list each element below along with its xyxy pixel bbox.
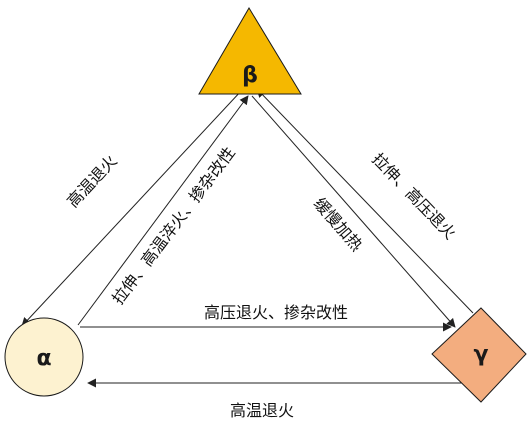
node-alpha: α <box>4 317 84 397</box>
node-beta: β <box>198 7 302 95</box>
beta-label: β <box>242 63 258 88</box>
gamma-label: γ <box>474 342 489 367</box>
beta-triangle <box>198 7 302 95</box>
node-gamma: γ <box>431 307 527 403</box>
arrow-beta-to-gamma <box>251 95 456 328</box>
arrow-alpha-to-beta <box>77 95 249 326</box>
label-beta-to-gamma: 缓慢加热 <box>310 194 366 255</box>
label-gamma-to-alpha: 高温退火 <box>230 401 294 420</box>
label-alpha-to-gamma: 高压退火、掺杂改性 <box>204 303 348 322</box>
alpha-circle <box>4 317 84 397</box>
label-gamma-to-beta: 拉伸、高压退火 <box>368 149 459 243</box>
label-beta-to-alpha: 高温退火 <box>63 151 121 211</box>
label-alpha-to-beta: 拉伸、高温淬火、掺杂改性 <box>108 143 239 308</box>
arrow-gamma-to-beta <box>256 88 474 314</box>
gamma-diamond <box>431 307 527 403</box>
alpha-label: α <box>36 346 51 371</box>
arrow-beta-to-alpha <box>21 89 243 327</box>
